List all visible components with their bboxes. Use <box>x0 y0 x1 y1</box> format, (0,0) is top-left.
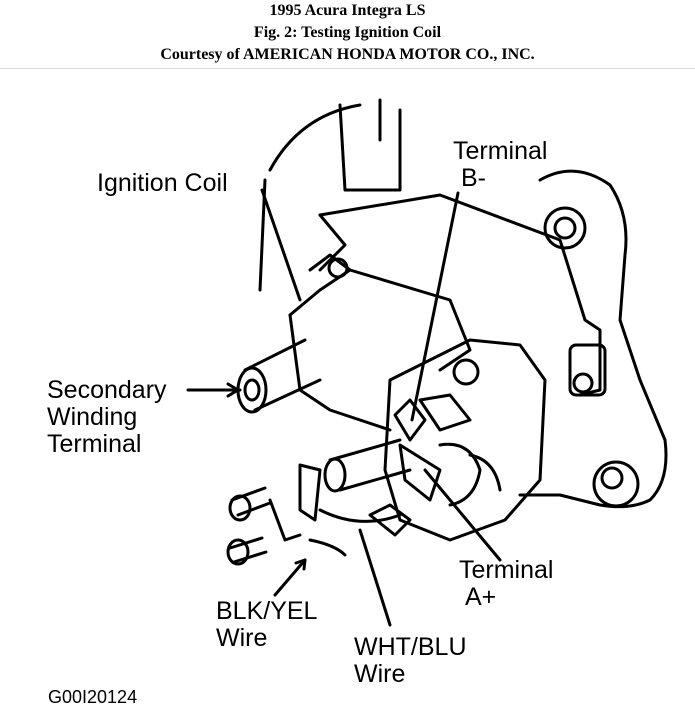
figure-header: 1995 Acura Integra LS Fig. 2: Testing Ig… <box>0 0 695 68</box>
figure-courtesy: Courtesy of AMERICAN HONDA MOTOR CO., IN… <box>160 46 535 63</box>
coil-cover <box>383 338 547 542</box>
header-divider <box>0 68 695 69</box>
label-wht-blu-wire: WHT/BLU Wire <box>354 633 467 688</box>
cover-screw <box>452 358 480 386</box>
leader-blk-yel <box>273 558 307 597</box>
leader-ignition-coil <box>260 188 302 302</box>
label-ignition-coil: Ignition Coil <box>97 169 228 197</box>
leader-wht-blu <box>358 528 392 627</box>
distributor-cap-edge <box>268 103 362 172</box>
connector-block <box>298 463 322 522</box>
terminal-b-post <box>393 398 427 442</box>
leader-terminal-a <box>423 468 502 562</box>
terminal-a-post <box>398 443 442 502</box>
mounting-bracket <box>518 169 668 509</box>
bracket-bolt-bottom <box>592 460 640 508</box>
figure-code: G00I20124 <box>48 687 138 707</box>
label-terminal-a: Terminal A+ <box>459 556 554 611</box>
secondary-terminal <box>243 338 322 412</box>
coil-screw <box>327 257 349 279</box>
wire-path <box>318 508 402 523</box>
label-blk-yel-wire: BLK/YEL Wire <box>216 597 318 652</box>
label-secondary-winding-terminal: Secondary Winding Terminal <box>47 376 167 458</box>
bracket-bolt-top <box>543 206 587 250</box>
figure-title: 1995 Acura Integra LS <box>269 2 426 19</box>
distributor-housing <box>318 193 602 397</box>
leader-terminal-b <box>410 191 460 422</box>
label-terminal-b: Terminal B- <box>453 137 548 192</box>
high-tension-lead <box>338 103 402 192</box>
figure-caption: Fig. 2: Testing Ignition Coil <box>253 24 442 41</box>
coil-body <box>288 268 472 372</box>
bolt-upper <box>230 486 272 517</box>
